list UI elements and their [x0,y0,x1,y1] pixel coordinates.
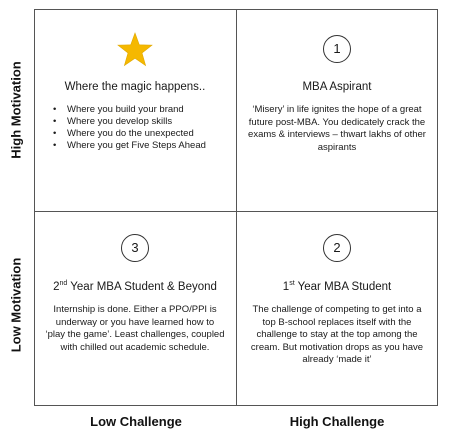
quadrant-grid: Where the magic happens.. Where you buil… [34,9,438,406]
quadrant-title-second-year: 2nd Year MBA Student & Beyond [53,280,217,293]
quadrant-title-first-year: 1st Year MBA Student [282,280,392,293]
quadrant-description: Internship is done. Either a PPO/PPI is … [45,304,225,353]
step-number-badge: 2 [323,234,351,262]
bullet-item: Where you build your brand [53,104,235,116]
horizontal-divider [35,211,437,212]
bullet-item: Where you develop skills [53,116,235,128]
quadrant-high-motivation-low-challenge: Where the magic happens.. Where you buil… [35,10,235,206]
y-axis-label-low: Low Motivation [8,257,24,353]
vertical-divider [236,10,237,405]
quadrant-title-magic: Where the magic happens.. [64,81,206,93]
quadrant-description: The challenge of competing to get into a… [250,304,424,365]
quadrant-low-motivation-high-challenge: 2 1st Year MBA Student The challenge of … [237,212,437,408]
bullet-item: Where you do the unexpected [53,128,235,140]
step-number-badge: 3 [121,234,149,262]
quadrant-low-motivation-low-challenge: 3 2nd Year MBA Student & Beyond Internsh… [35,212,235,408]
magic-bullet-list: Where you build your brand Where you dev… [35,104,235,152]
y-axis-label-high: High Motivation [8,61,24,159]
quadrant-high-motivation-high-challenge: 1 MBA Aspirant ‘Misery’ in life ignites … [237,10,437,206]
bullet-item: Where you get Five Steps Ahead [53,140,235,152]
quadrant-description: ‘Misery’ in life ignites the hope of a g… [248,104,426,153]
star-icon [117,32,153,67]
x-axis-label-low: Low Challenge [90,414,182,429]
x-axis-label-high: High Challenge [289,414,385,429]
quadrant-title-mba-aspirant: MBA Aspirant [302,81,372,93]
step-number-badge: 1 [323,35,351,63]
